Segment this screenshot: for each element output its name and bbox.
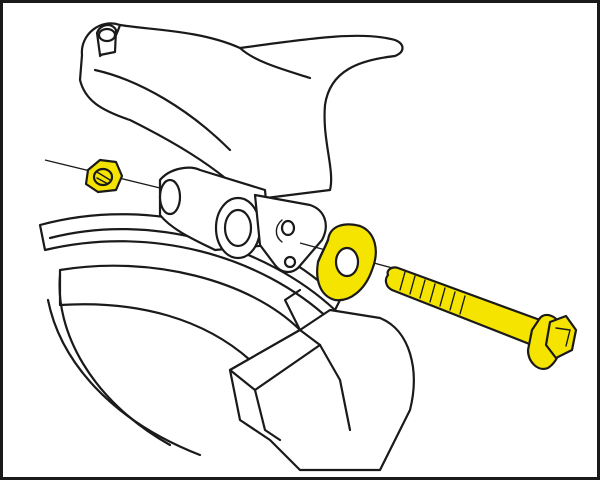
wheel-tire [38,213,342,457]
control-arm [78,22,404,202]
mounting-bracket [228,288,415,472]
bushing-housing [158,166,327,274]
exploded-assembly-diagram [38,22,578,472]
hex-nut [84,158,124,194]
cam-washer [316,223,377,302]
cam-bolt [384,266,578,370]
